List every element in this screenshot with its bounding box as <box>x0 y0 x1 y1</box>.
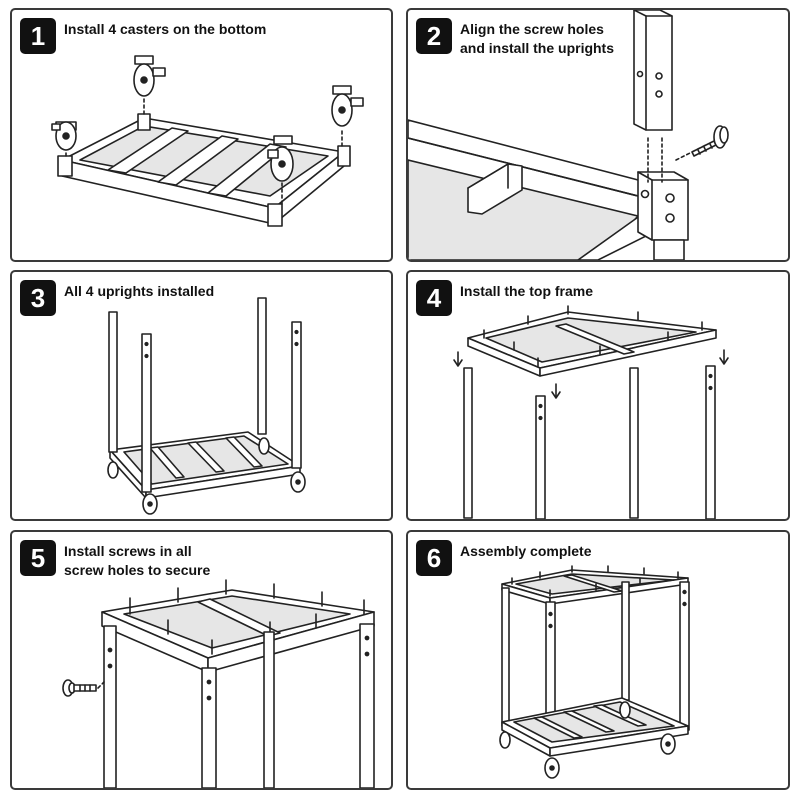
step-6-number: 6 <box>416 540 452 576</box>
upright-front-right <box>291 321 302 469</box>
upright-front-left <box>535 395 546 519</box>
step-2-caption-line-2: and install the uprights <box>460 40 615 56</box>
step-4-caption-line: Install the top frame <box>460 283 594 299</box>
step-5-panel: 5 Install screws in all screw holes to s… <box>10 530 393 790</box>
screw <box>62 679 105 697</box>
step-6-caption-line: Assembly complete <box>460 543 592 559</box>
step-1-caption: Install 4 casters on the bottom <box>64 20 266 39</box>
uprights-installed-illustration <box>107 297 306 515</box>
screw-securing-closeup-illustration <box>62 579 375 788</box>
step-6-caption: Assembly complete <box>460 542 592 561</box>
step-6-panel: 6 Assembly complete <box>406 530 790 790</box>
upright-back-right <box>629 367 639 519</box>
step-3-caption: All 4 uprights installed <box>64 282 214 301</box>
upright-alignment-closeup-illustration <box>408 10 729 260</box>
top-frame-pins <box>129 579 365 655</box>
step-5-caption-line-2: screw holes to secure <box>64 562 211 578</box>
step-5-number: 5 <box>20 540 56 576</box>
step-2-number: 2 <box>416 18 452 54</box>
step-1-caption-line: Install 4 casters on the bottom <box>64 21 267 37</box>
top-frame-pins <box>511 565 679 597</box>
caster-back-right <box>331 85 364 147</box>
upright-front-right <box>705 365 716 519</box>
step-4-panel: 4 Install the top frame <box>406 270 790 521</box>
down-arrows <box>453 349 729 399</box>
upright-back-left <box>108 311 118 453</box>
upright-front-left <box>141 333 152 493</box>
step-4-caption: Install the top frame <box>460 282 593 301</box>
step-5-caption: Install screws in all screw holes to sec… <box>64 542 210 580</box>
step-3-number: 3 <box>20 280 56 316</box>
upright-front-right <box>359 623 375 788</box>
assembled-cart-illustration <box>499 565 690 779</box>
top-frame-installation-illustration <box>453 305 729 519</box>
step-4-number: 4 <box>416 280 452 316</box>
base-frame-with-casters-illustration <box>51 55 364 227</box>
caster-front-right <box>267 135 294 205</box>
upright-back-right <box>257 297 267 435</box>
step-2-caption: Align the screw holes and install the up… <box>460 20 614 58</box>
upright-back-left <box>463 367 473 519</box>
upright-back-right <box>621 581 630 701</box>
screw <box>675 125 729 161</box>
caster-front-left <box>51 121 77 157</box>
step-1-number: 1 <box>20 18 56 54</box>
step-5-caption-line-1: Install screws in all <box>64 543 192 559</box>
step-2-panel: 2 Align the screw holes and install the … <box>406 8 790 262</box>
caster-back-left <box>133 55 166 115</box>
upright-back-left <box>103 625 117 788</box>
step-2-caption-line-1: Align the screw holes <box>460 21 604 37</box>
step-1-panel: 1 Install 4 casters on the bottom <box>10 8 393 262</box>
upright-back-left <box>501 587 510 727</box>
step-3-caption-line: All 4 uprights installed <box>64 283 215 299</box>
step-3-panel: 3 All 4 uprights installed <box>10 270 393 521</box>
top-frame-pins <box>483 305 703 367</box>
upright-front-left <box>201 667 217 788</box>
upright-back-right <box>263 631 275 788</box>
